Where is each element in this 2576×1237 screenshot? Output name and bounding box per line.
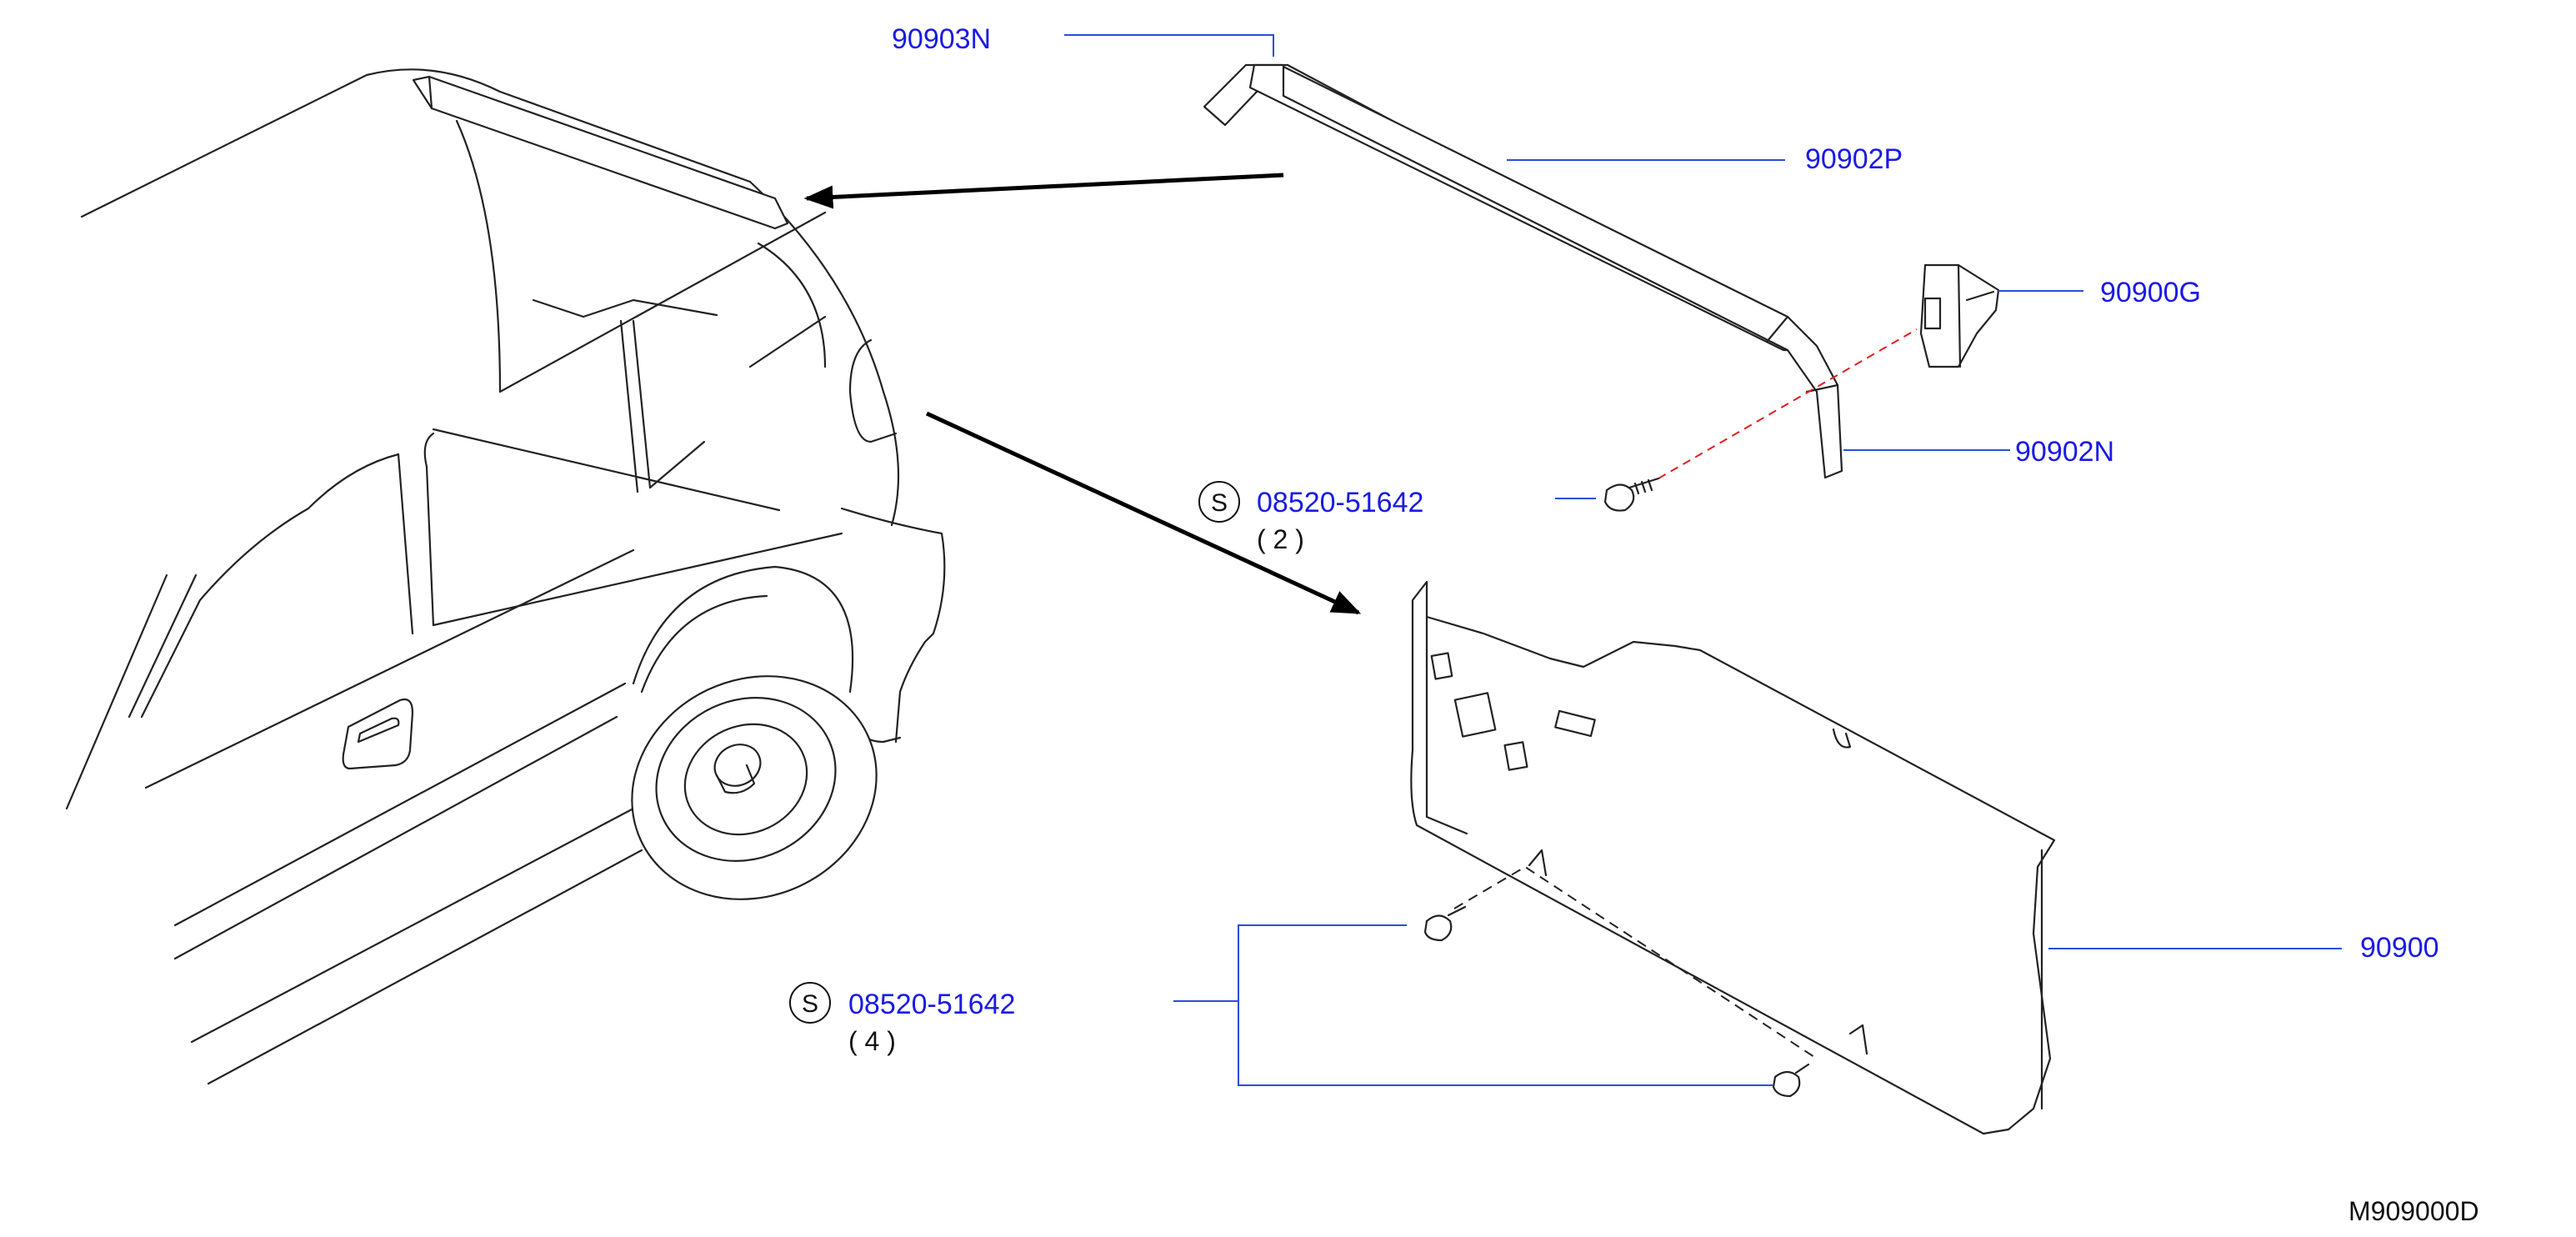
- vehicle-rear-illustration: [65, 68, 946, 1085]
- alignment-line-clip: [1658, 328, 1918, 479]
- standard-part-symbol: [789, 982, 831, 1024]
- standard-part-symbol: [1198, 481, 1240, 523]
- screw-quantity: ( 4 ): [848, 1026, 896, 1056]
- screw-callout-upper: S 08520-51642 ( 2 ): [1198, 481, 1423, 554]
- label-90902n[interactable]: 90902N: [2015, 436, 2114, 468]
- screw-callout-lower: S 08520-51642 ( 4 ): [789, 982, 1015, 1056]
- standard-part-letter: S: [1211, 489, 1228, 517]
- label-90903n[interactable]: 90903N: [892, 23, 991, 55]
- label-90902p[interactable]: 90902P: [1805, 143, 1903, 175]
- screw-part-number[interactable]: 08520-51642: [1257, 487, 1423, 518]
- drawing-code: M909000D: [2348, 1196, 2479, 1226]
- screw-icon: [1423, 905, 1467, 942]
- standard-part-letter: S: [802, 990, 818, 1018]
- label-90900g[interactable]: 90900G: [2100, 277, 2201, 308]
- label-90900[interactable]: 90900: [2360, 932, 2439, 964]
- screw-icon: [1603, 477, 1660, 512]
- callout-arrows: [803, 173, 1362, 615]
- roof-rail-finisher-90902p: [1203, 63, 1843, 479]
- screw-quantity: ( 2 ): [1257, 524, 1304, 554]
- back-door-trim-panel-90900: [1410, 580, 2056, 1135]
- part-labels: 90903N 90902P 90900G 90902N 90900: [892, 23, 2439, 964]
- leader-lines: [1064, 34, 2342, 1086]
- clip-90900g: [1919, 263, 2000, 368]
- screw-part-number[interactable]: 08520-51642: [848, 989, 1015, 1020]
- screw-icon: [1772, 1063, 1810, 1098]
- arrow-to-trim-panel: [925, 411, 1362, 615]
- arrow-to-roof-rail: [803, 173, 1284, 209]
